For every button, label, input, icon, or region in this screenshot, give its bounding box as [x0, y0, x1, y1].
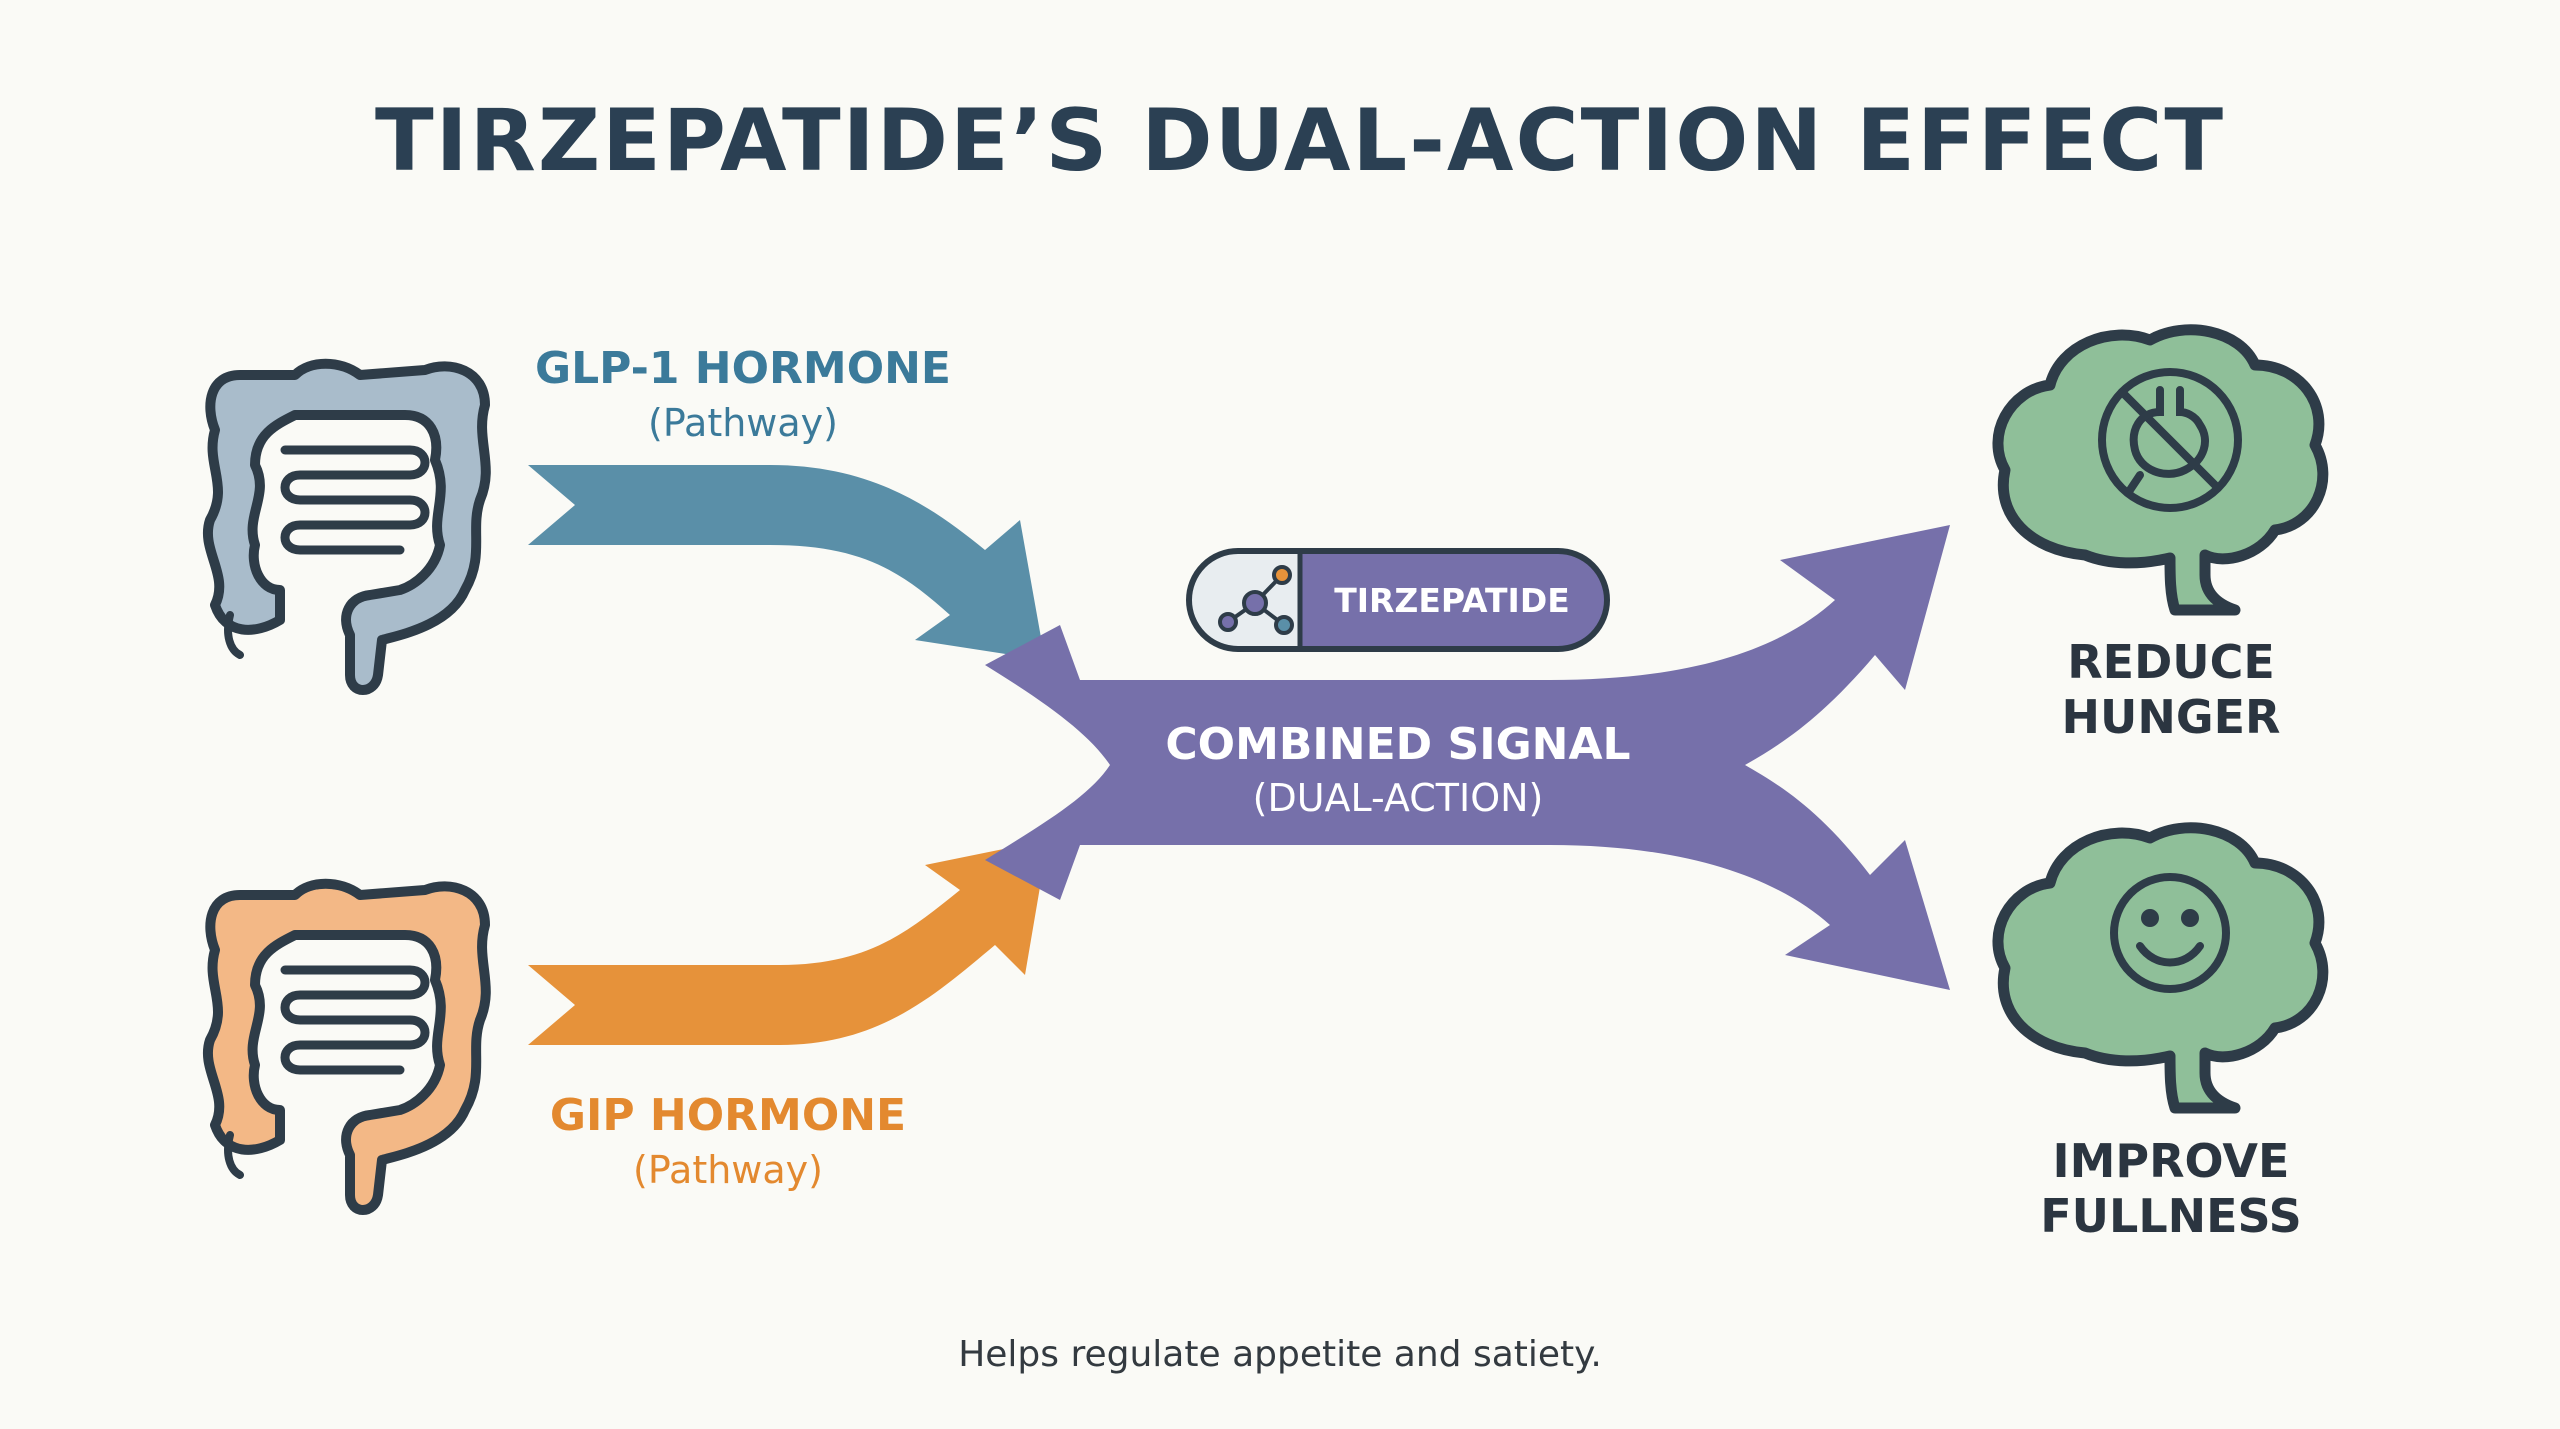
improve-fullness-line1: IMPROVE: [2053, 1134, 2290, 1188]
glp1-label: GLP-1 HORMONE: [535, 343, 951, 394]
glp1-arrow: [528, 465, 1045, 660]
gip-intestine-icon: [208, 884, 486, 1210]
brain-smiley-icon: [1998, 828, 2323, 1108]
glp1-intestine-icon: [208, 364, 486, 690]
improve-fullness-line2: FULLNESS: [2040, 1189, 2302, 1243]
caption: Helps regulate appetite and satiety.: [958, 1334, 1602, 1375]
brain-no-stomach-icon: [1998, 330, 2323, 610]
gip-sublabel: (Pathway): [633, 1148, 823, 1192]
glp1-sublabel: (Pathway): [648, 401, 838, 445]
reduce-hunger-line1: REDUCE: [2067, 635, 2275, 689]
gip-label: GIP HORMONE: [550, 1090, 906, 1141]
combined-signal-label: COMBINED SIGNAL: [1165, 719, 1630, 770]
tirzepatide-pill: TIRZEPATIDE: [1186, 548, 1610, 652]
gip-arrow: [528, 840, 1048, 1045]
tirzepatide-pill-label: TIRZEPATIDE: [1334, 581, 1570, 620]
combined-signal-arrow: [985, 525, 1950, 990]
reduce-hunger-line2: HUNGER: [2062, 690, 2281, 744]
combined-signal-sublabel: (DUAL-ACTION): [1253, 776, 1544, 820]
molecule-icon: [1218, 565, 1294, 635]
page-title: TIRZEPATIDE’S DUAL-ACTION EFFECT: [375, 91, 2225, 191]
